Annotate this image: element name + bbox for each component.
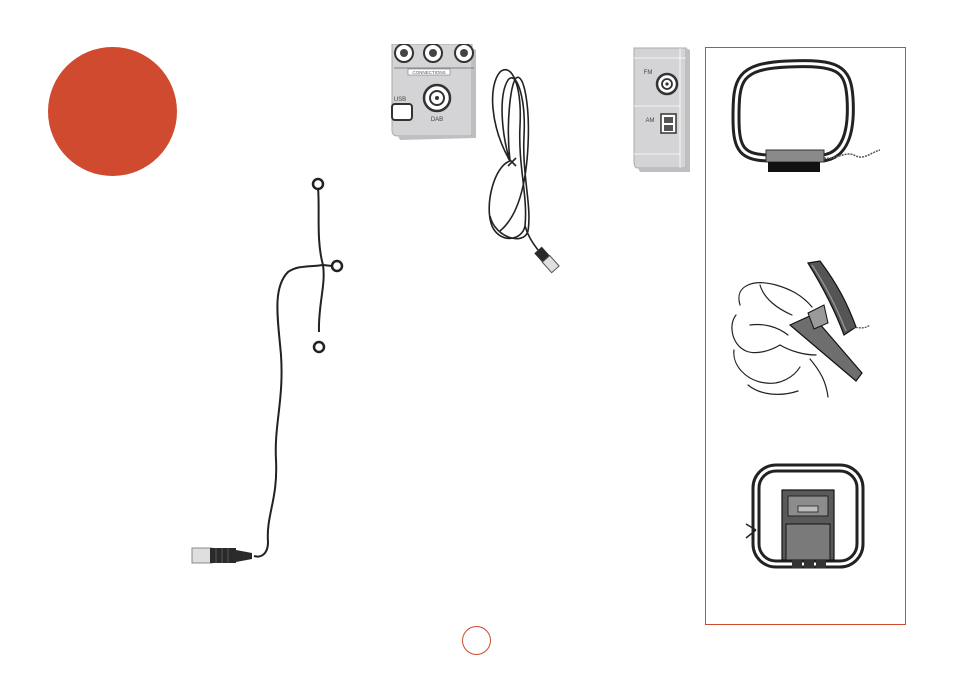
dab-aerial-coiled-illustration <box>480 66 560 276</box>
fm-wire-tip-bottom <box>314 342 324 352</box>
am-socket-label: AM <box>646 118 655 124</box>
dab-socket-label: DAB <box>431 117 443 123</box>
fm-wire-aerial-illustration <box>180 170 360 570</box>
fm-socket-label: FM <box>644 70 653 76</box>
am-loop-aerial-step-3-assembled <box>742 462 872 580</box>
page-number-marker <box>462 626 491 655</box>
rear-panel-dab-illustration: CONNECTIONS USB DAB <box>388 44 478 144</box>
usb-port-label: USB <box>394 97 406 103</box>
am-loop-aerial-step-1 <box>728 58 888 176</box>
connections-label: CONNECTIONS <box>412 70 445 75</box>
fm-wire-tip-right <box>332 261 342 271</box>
rear-panel-fm-am-illustration: FM AM <box>630 44 690 174</box>
chapter-marker-circle <box>48 47 177 176</box>
fm-wire-tip-top <box>313 179 323 189</box>
am-loop-aerial-step-2-fold-stand <box>720 255 880 405</box>
